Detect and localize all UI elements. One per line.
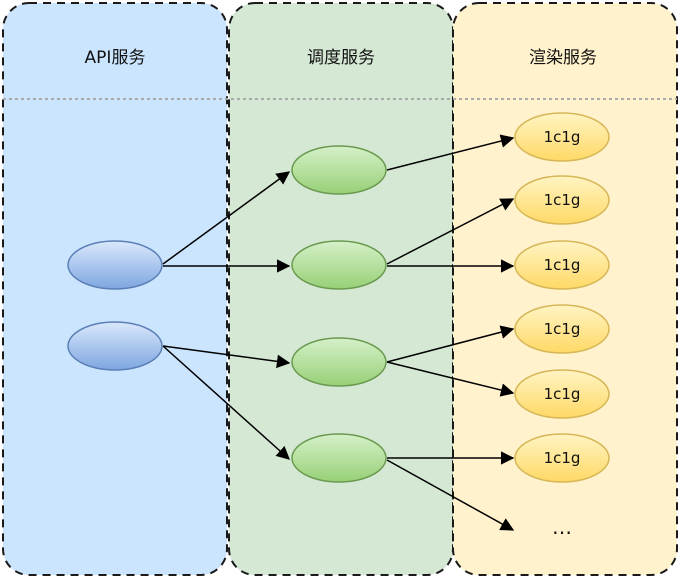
arrow-sched3-render4 (386, 325, 515, 363)
more-nodes-ellipsis: … (552, 515, 572, 539)
column-api-title: API服务 (85, 48, 146, 68)
arrow-sched3-render5 (386, 361, 515, 397)
render-node-shape (514, 369, 610, 419)
render-node-shape (514, 433, 610, 483)
api-nodes (67, 240, 163, 371)
arrow-api2-sched4 (162, 345, 291, 460)
render-node-label: 1c1g (544, 256, 581, 274)
render-node-label: 1c1g (544, 385, 581, 403)
render-node-shape (514, 304, 610, 354)
connections (162, 134, 515, 531)
column-scheduler-title: 调度服务 (307, 48, 375, 68)
render-node: 1c1g (514, 175, 610, 225)
render-node-label: 1c1g (544, 449, 581, 467)
arrow-sched1-render1 (386, 134, 515, 171)
render-nodes: 1c1g 1c1g 1c1g 1c1g 1c1g 1c1g … (514, 112, 610, 539)
column-render-title: 渲染服务 (529, 48, 597, 68)
arrow-sched4-more (386, 459, 515, 531)
api-node (67, 240, 163, 290)
arrow-sched2-render2 (386, 198, 515, 265)
arrow-api2-sched3 (162, 345, 291, 369)
scheduler-node (291, 433, 387, 483)
render-node-shape (514, 112, 610, 162)
scheduler-node (291, 337, 387, 387)
api-node (67, 321, 163, 371)
render-node: 1c1g (514, 304, 610, 354)
scheduler-nodes (291, 145, 387, 483)
arrow-api1-sched1 (162, 171, 291, 265)
render-node: 1c1g (514, 433, 610, 483)
render-node-shape (514, 240, 610, 290)
render-node-shape (514, 175, 610, 225)
render-node: 1c1g (514, 112, 610, 162)
render-node-label: 1c1g (544, 191, 581, 209)
render-node: 1c1g (514, 369, 610, 419)
scheduler-node (291, 240, 387, 290)
render-node: 1c1g (514, 240, 610, 290)
scheduler-node (291, 145, 387, 195)
render-node-label: 1c1g (544, 320, 581, 338)
render-node-label: 1c1g (544, 128, 581, 146)
